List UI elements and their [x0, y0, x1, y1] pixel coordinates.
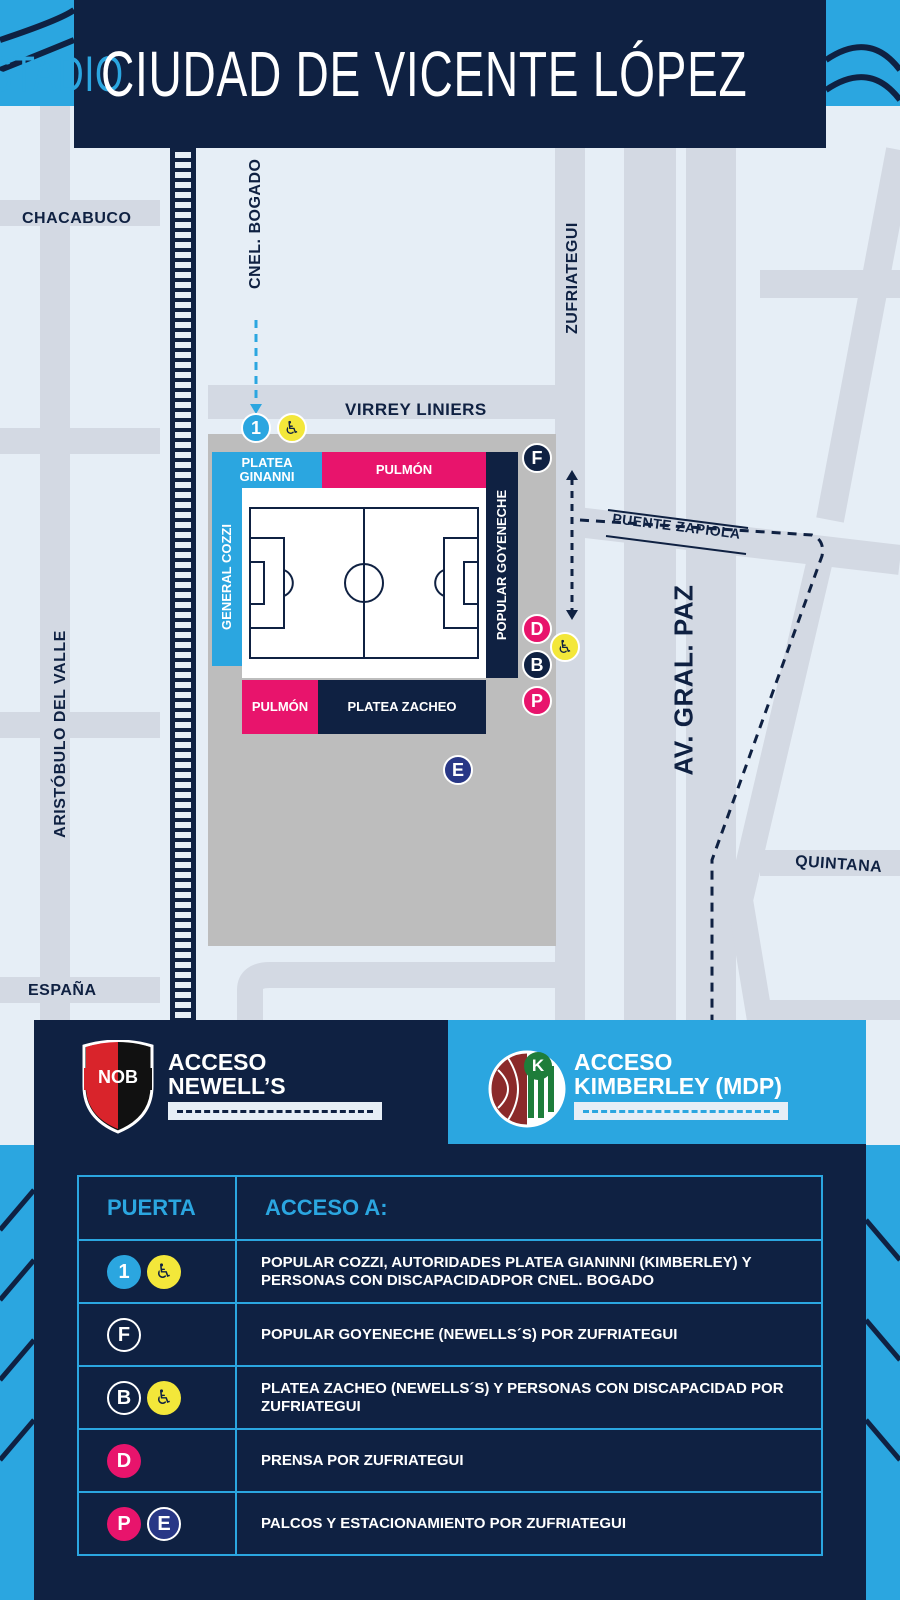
stand-pulmon-bottom: PULMÓN: [242, 680, 318, 734]
map-gate-e: E: [443, 755, 473, 785]
newells-crest-icon: [82, 1040, 154, 1134]
gate-cell: 1♿: [77, 1239, 237, 1304]
access-kimberley-line2: KIMBERLEY (MDP): [574, 1073, 782, 1099]
map-gate-b: B: [522, 650, 552, 680]
table-row: 1♿POPULAR COZZI, AUTORIDADES PLATEA GIAN…: [77, 1239, 823, 1304]
football-pitch: [242, 488, 486, 678]
map-gate-f: F: [522, 443, 552, 473]
title-word-estadio: ESTADIO: [0, 46, 124, 102]
stand-popular-goyeneche-block: [486, 452, 518, 678]
street-aristobulo-del-valle: ARISTÓBULO DEL VALLE: [52, 630, 69, 838]
gate-b-badge: B: [107, 1380, 141, 1415]
gate-legend-table: PUERTA ACCESO A: 1♿POPULAR COZZI, AUTORI…: [77, 1175, 823, 1556]
access-description: PRENSA POR ZUFRIATEGUI: [235, 1428, 823, 1493]
stand-popular-goyeneche: POPULAR GOYENECHE: [494, 489, 510, 641]
gate-cell: D: [77, 1428, 237, 1493]
street-av-gral-paz: AV. GRAL. PAZ: [668, 584, 699, 776]
street-cnel-bogado: CNEL. BOGADO: [247, 158, 264, 289]
access-kimberley-line1: ACCESO: [574, 1049, 673, 1075]
gate-e-badge: E: [147, 1506, 181, 1541]
street-virrey-liniers: VIRREY LINIERS: [345, 400, 487, 419]
column-header-access: ACCESO A:: [235, 1175, 823, 1241]
newells-dash-line: [168, 1102, 382, 1120]
street-chacabuco: CHACABUCO: [22, 210, 132, 227]
wheelchair-icon: ♿: [147, 1254, 181, 1289]
gate-p-badge: P: [107, 1506, 141, 1541]
wheelchair-icon: ♿: [147, 1380, 181, 1415]
newells-badge: NOB: [98, 1067, 138, 1087]
table-row: B♿PLATEA ZACHEO (NEWELLS´S) Y PERSONAS C…: [77, 1365, 823, 1430]
access-description: POPULAR GOYENECHE (NEWELLS´S) POR ZUFRIA…: [235, 1302, 823, 1367]
stand-general-cozzi: GENERAL COZZI: [219, 524, 235, 630]
stand-platea-ginanni: PLATEA GINANNI: [212, 452, 322, 488]
map-gate-d: D: [522, 614, 552, 644]
stand-general-cozzi-block: [212, 488, 242, 666]
kimberley-badge: K: [524, 1052, 552, 1080]
map-gate-p: P: [522, 686, 552, 716]
railway-track: [170, 148, 196, 1020]
gate-1-badge: 1: [107, 1254, 141, 1289]
column-header-gate: PUERTA: [77, 1175, 237, 1241]
title-stadium-name: CIUDAD DE VICENTE LÓPEZ: [101, 38, 748, 110]
stand-platea-zacheo: PLATEA ZACHEO: [318, 680, 486, 734]
table-row: F POPULAR GOYENECHE (NEWELLS´S) POR ZUFRI…: [77, 1302, 823, 1367]
access-description: PALCOS Y ESTACIONAMIENTO POR ZUFRIATEGUI: [235, 1491, 823, 1556]
gate-f-badge: F: [107, 1317, 141, 1352]
access-newells-line2: NEWELL’S: [168, 1073, 286, 1099]
kimberley-dash-line: [574, 1102, 788, 1120]
gate-cell: B♿: [77, 1365, 237, 1430]
wheelchair-icon: ♿: [277, 413, 307, 443]
gate-cell: F: [77, 1302, 237, 1367]
street-espana: ESPAÑA: [28, 982, 97, 999]
street-zufriategui: ZUFRIATEGUI: [564, 222, 581, 334]
access-description: POPULAR COZZI, AUTORIDADES PLATEA GIANIN…: [235, 1239, 823, 1304]
access-newells-line1: ACCESO: [168, 1049, 267, 1075]
wheelchair-icon: ♿: [550, 632, 580, 662]
map-gate-1: 1: [241, 413, 271, 443]
gate-d-badge: D: [107, 1443, 141, 1478]
table-row: D PRENSA POR ZUFRIATEGUI: [77, 1428, 823, 1493]
stand-pulmon-top: PULMÓN: [322, 452, 486, 488]
table-header-row: PUERTA ACCESO A:: [77, 1175, 823, 1241]
page-title: ESTADIO CIUDAD DE VICENTE LÓPEZ: [0, 0, 826, 148]
access-description: PLATEA ZACHEO (NEWELLS´S) Y PERSONAS CON…: [235, 1365, 823, 1430]
